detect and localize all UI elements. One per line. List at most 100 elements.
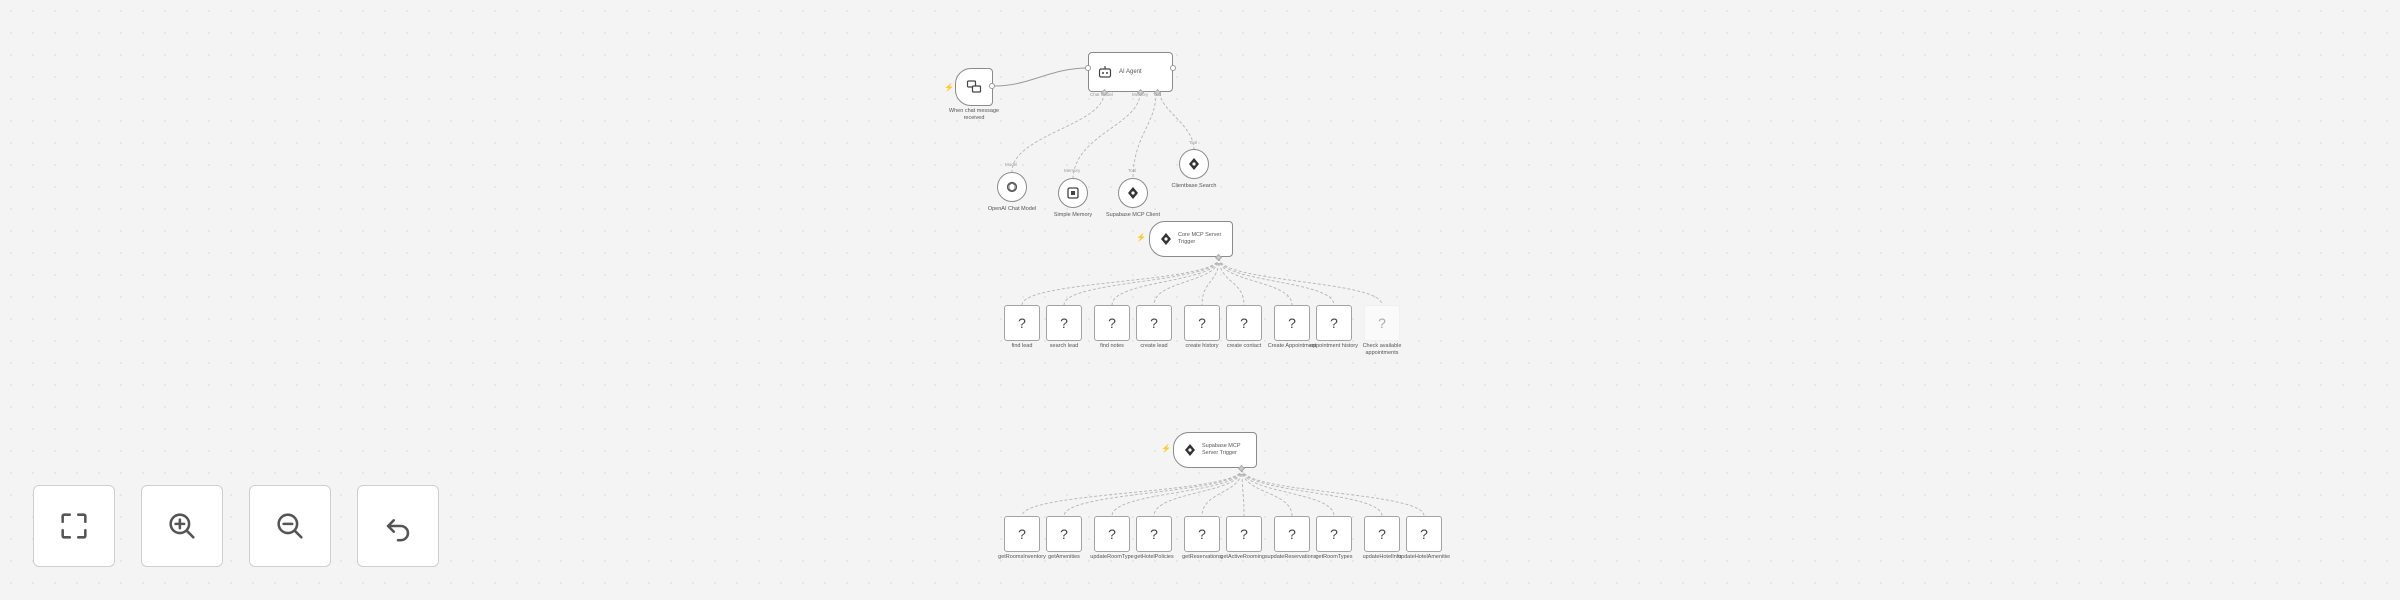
tool-node-label: getHotelPolicies xyxy=(1134,554,1174,560)
zoom-out-icon xyxy=(277,513,303,539)
memory-icon xyxy=(1067,187,1079,199)
unknown-tool-node[interactable]: ? xyxy=(1136,516,1172,552)
supabase-mcp-client-label: Supabase MCP Client xyxy=(1105,212,1160,218)
question-mark-icon: ? xyxy=(1288,315,1296,331)
unknown-tool-node[interactable]: ? xyxy=(1364,305,1400,341)
tool-node-label: getRoomsInventory xyxy=(998,554,1046,560)
chat-trigger-label: When chat message received xyxy=(948,108,1000,121)
tool-connection xyxy=(1218,257,1383,306)
robot-icon xyxy=(1098,66,1112,78)
clientbase-search-node[interactable] xyxy=(1179,149,1209,179)
tool-node-label: updateHotelInfo xyxy=(1362,554,1402,560)
question-mark-icon: ? xyxy=(1240,315,1248,331)
unknown-tool-node[interactable]: ? xyxy=(1406,516,1442,552)
mcp-1-connections xyxy=(1021,257,1383,306)
connection-tool-1 xyxy=(1132,92,1157,181)
unknown-tool-node[interactable]: ? xyxy=(1184,516,1220,552)
question-mark-icon: ? xyxy=(1378,315,1386,331)
tool-node-label: create lead xyxy=(1140,343,1168,349)
unknown-tool-node[interactable]: ? xyxy=(1274,305,1310,341)
question-mark-icon: ? xyxy=(1150,315,1158,331)
supabase-mcp-server-trigger-node[interactable]: Supabase MCP Server Trigger xyxy=(1173,432,1257,468)
undo-button[interactable] xyxy=(357,485,439,567)
simple-memory-node[interactable] xyxy=(1058,178,1088,208)
tool-connection xyxy=(1201,468,1243,517)
question-mark-icon: ? xyxy=(1018,526,1026,542)
subnode-port-label: Memory xyxy=(1064,168,1081,173)
simple-memory-label: Simple Memory xyxy=(1053,212,1093,218)
question-mark-icon: ? xyxy=(1198,315,1206,331)
unknown-tool-node[interactable]: ? xyxy=(1316,305,1352,341)
unknown-tool-node[interactable]: ? xyxy=(1184,305,1220,341)
tool-node-label: updateHotelAmenities xyxy=(1398,554,1450,560)
undo-icon xyxy=(386,519,410,542)
tool-connection xyxy=(1241,468,1425,517)
tool-connection xyxy=(1241,468,1293,517)
zoom-in-icon xyxy=(169,513,195,539)
tool-connection xyxy=(1021,468,1243,517)
tool-connection xyxy=(1218,257,1293,306)
supabase-mcp-client-node[interactable] xyxy=(1118,178,1148,208)
unknown-tool-node[interactable]: ? xyxy=(1136,305,1172,341)
tool-node-label: find notes xyxy=(1100,343,1124,349)
mcp-icon xyxy=(1189,158,1199,170)
question-mark-icon: ? xyxy=(1330,526,1338,542)
question-mark-icon: ? xyxy=(1330,315,1338,331)
chat-trigger-node[interactable] xyxy=(955,68,993,106)
unknown-tool-node[interactable]: ? xyxy=(1046,516,1082,552)
subnode-port-label: Tool xyxy=(1189,140,1198,145)
tool-node-label: appointment history xyxy=(1310,343,1358,349)
unknown-tool-node[interactable]: ? xyxy=(1004,305,1040,341)
chat-trigger-output-port[interactable] xyxy=(989,83,995,89)
unknown-tool-node[interactable]: ? xyxy=(1226,516,1262,552)
tool-node-label: getActiveRoomings xyxy=(1220,554,1268,560)
mcp-2-connections xyxy=(1021,468,1425,517)
unknown-tool-node[interactable]: ? xyxy=(1094,305,1130,341)
question-mark-icon: ? xyxy=(1198,526,1206,542)
tool-node-label: find lead xyxy=(1011,343,1033,349)
question-mark-icon: ? xyxy=(1420,526,1428,542)
unknown-tool-node[interactable]: ? xyxy=(1094,516,1130,552)
question-mark-icon: ? xyxy=(1288,526,1296,542)
supabase-mcp-server-trigger-title: Supabase MCP Server Trigger xyxy=(1202,443,1241,456)
tool-connection xyxy=(1153,468,1243,517)
zoom-out-button[interactable] xyxy=(249,485,331,567)
clientbase-search-label: Clientbase Search xyxy=(1171,183,1217,189)
fit-view-button[interactable] xyxy=(33,485,115,567)
tool-connection xyxy=(1218,257,1335,306)
openai-chat-model-node[interactable] xyxy=(997,172,1027,202)
unknown-tool-node[interactable]: ? xyxy=(1316,516,1352,552)
ai-agent-title: AI Agent xyxy=(1119,69,1142,75)
tool-connection xyxy=(1063,468,1243,517)
unknown-tool-node[interactable]: ? xyxy=(1004,516,1040,552)
tool-connection xyxy=(1241,468,1245,517)
ai-agent-node[interactable]: AI Agent xyxy=(1088,52,1173,92)
core-mcp-server-trigger-node[interactable]: Core MCP Server Trigger xyxy=(1149,221,1233,257)
question-mark-icon: ? xyxy=(1060,315,1068,331)
unknown-tool-node[interactable]: ? xyxy=(1274,516,1310,552)
tool-connection xyxy=(1063,257,1220,306)
connection-model xyxy=(1011,92,1105,173)
tool-connection xyxy=(1201,257,1220,306)
tool-connection xyxy=(1241,468,1383,517)
unknown-tool-node[interactable]: ? xyxy=(1226,305,1262,341)
unknown-tool-node[interactable]: ? xyxy=(1364,516,1400,552)
trigger-marker-icon: ⚡ xyxy=(1161,444,1171,453)
unknown-tool-node[interactable]: ? xyxy=(1046,305,1082,341)
connection-tool-2 xyxy=(1159,92,1195,151)
question-mark-icon: ? xyxy=(1378,526,1386,542)
tool-node-label: getAmenities xyxy=(1048,554,1080,560)
tool-connection xyxy=(1021,257,1220,306)
tool-connection xyxy=(1111,257,1220,306)
zoom-in-button[interactable] xyxy=(141,485,223,567)
ai-agent-output-port[interactable] xyxy=(1170,65,1176,71)
connection-chat-to-agent xyxy=(994,67,1089,87)
ai-agent-input-port[interactable] xyxy=(1085,65,1091,71)
tool-connection xyxy=(1218,257,1245,306)
tool-node-label: updateRoomType xyxy=(1090,554,1134,560)
tool-node-label: updateReservations xyxy=(1267,554,1317,560)
question-mark-icon: ? xyxy=(1150,526,1158,542)
mcp-icon xyxy=(1128,187,1138,199)
